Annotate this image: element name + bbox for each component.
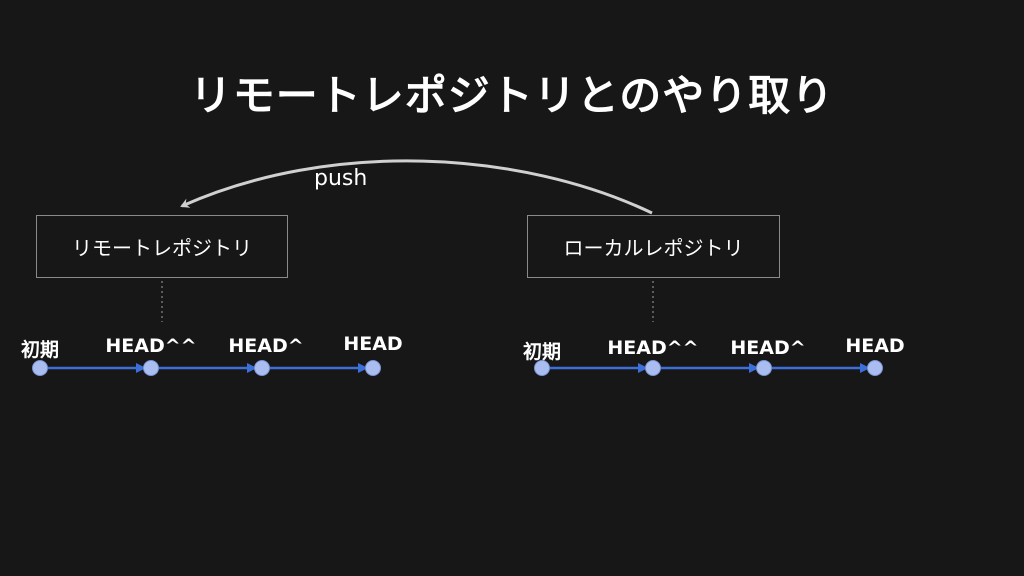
remote-commit-node-2 — [254, 360, 270, 376]
local-commit-node-3 — [867, 360, 883, 376]
local-commit-label-2: HEAD^ — [730, 337, 806, 359]
remote-commit-node-1 — [143, 360, 159, 376]
local-commit-node-2 — [756, 360, 772, 376]
local-repository-box: ローカルレポジトリ — [527, 215, 780, 278]
remote-commit-node-0 — [32, 360, 48, 376]
remote-repository-label: リモートレポジトリ — [72, 236, 252, 260]
local-commit-label-1: HEAD^^ — [607, 337, 699, 359]
remote-repository-box: リモートレポジトリ — [36, 215, 288, 278]
remote-commit-label-3: HEAD — [343, 333, 403, 355]
remote-commit-label-1: HEAD^^ — [105, 335, 197, 357]
local-repository-label: ローカルレポジトリ — [563, 236, 744, 260]
push-label: push — [314, 166, 368, 191]
remote-commit-label-2: HEAD^ — [228, 335, 304, 357]
page-title: リモートレポジトリとのやり取り — [189, 71, 835, 120]
local-commit-label-0: 初期 — [522, 341, 562, 363]
local-commit-label-3: HEAD — [845, 335, 905, 357]
local-commit-node-0 — [534, 360, 550, 376]
remote-commit-label-0: 初期 — [20, 339, 60, 361]
remote-commit-node-3 — [365, 360, 381, 376]
local-commit-node-1 — [645, 360, 661, 376]
push-arrow — [180, 159, 653, 215]
